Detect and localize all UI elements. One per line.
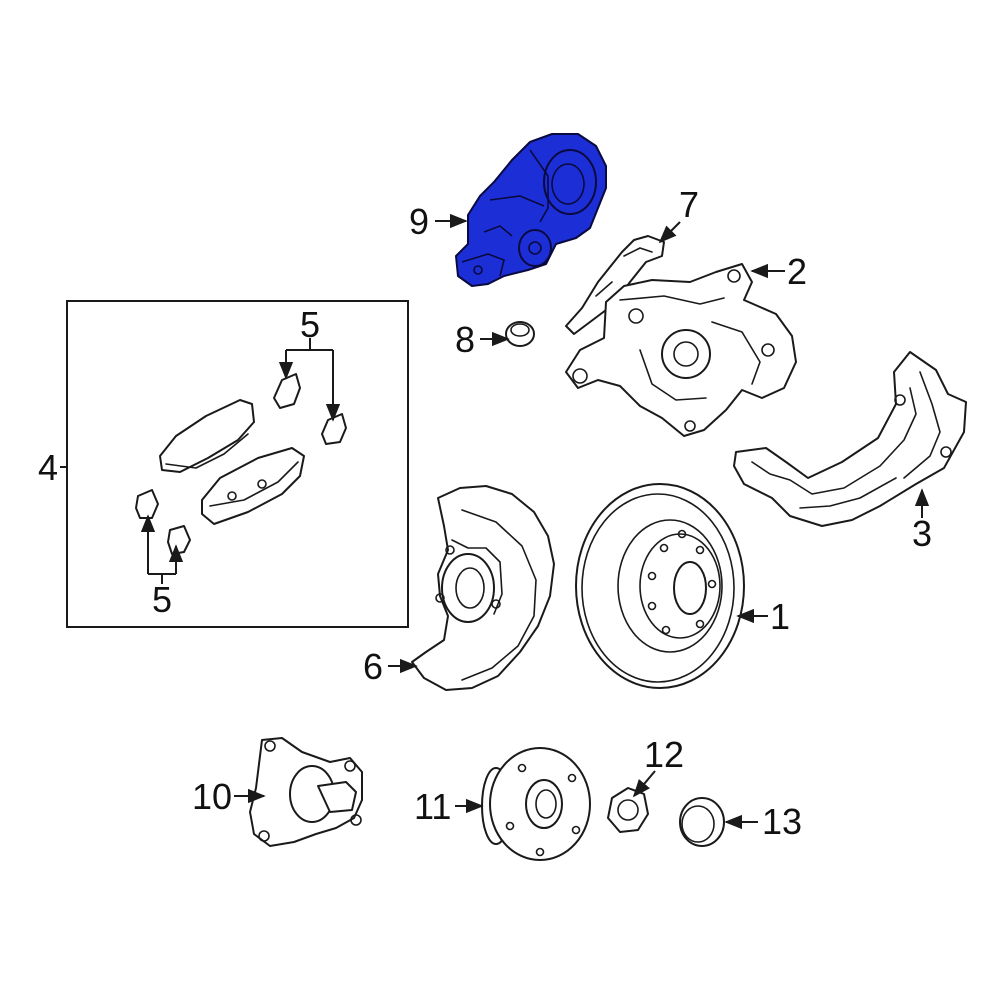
- callout-8[interactable]: 8: [455, 319, 475, 360]
- part-11-wheel-hub[interactable]: [481, 747, 591, 861]
- part-2-brake-caliper[interactable]: [565, 263, 797, 437]
- callout-9[interactable]: 9: [409, 201, 429, 242]
- part-12-hub-nut[interactable]: [607, 787, 649, 833]
- leader-lines: [60, 213, 930, 830]
- part-7-clip[interactable]: [565, 235, 665, 335]
- callout-13[interactable]: 13: [762, 801, 802, 842]
- part-6-dust-shield[interactable]: [411, 485, 555, 691]
- callout-7[interactable]: 7: [679, 184, 699, 225]
- pad-kit-box: [66, 300, 409, 628]
- callout-10[interactable]: 10: [192, 776, 232, 817]
- part-8-bushing[interactable]: [505, 321, 535, 347]
- part-3-caliper-bracket[interactable]: [733, 351, 967, 527]
- callout-1[interactable]: 1: [770, 596, 790, 637]
- callout-6[interactable]: 6: [363, 646, 383, 687]
- part-4-brake-pads[interactable]: [159, 399, 305, 525]
- callout-5-bottom[interactable]: 5: [152, 579, 172, 620]
- callout-12[interactable]: 12: [644, 734, 684, 775]
- callout-labels: 1 2 3 4 5 5 6 7 8 9 10 11 12 13: [38, 184, 932, 842]
- part-9-parking-brake-motor[interactable]: [455, 133, 607, 287]
- callout-2[interactable]: 2: [787, 251, 807, 292]
- callout-4[interactable]: 4: [38, 447, 58, 488]
- part-13-dust-cap[interactable]: [679, 797, 725, 847]
- part-10-knuckle[interactable]: [249, 737, 363, 847]
- callout-3[interactable]: 3: [912, 513, 932, 554]
- part-1-brake-rotor[interactable]: [575, 483, 745, 689]
- callout-11[interactable]: 11: [414, 786, 451, 827]
- callout-5-top[interactable]: 5: [300, 304, 320, 345]
